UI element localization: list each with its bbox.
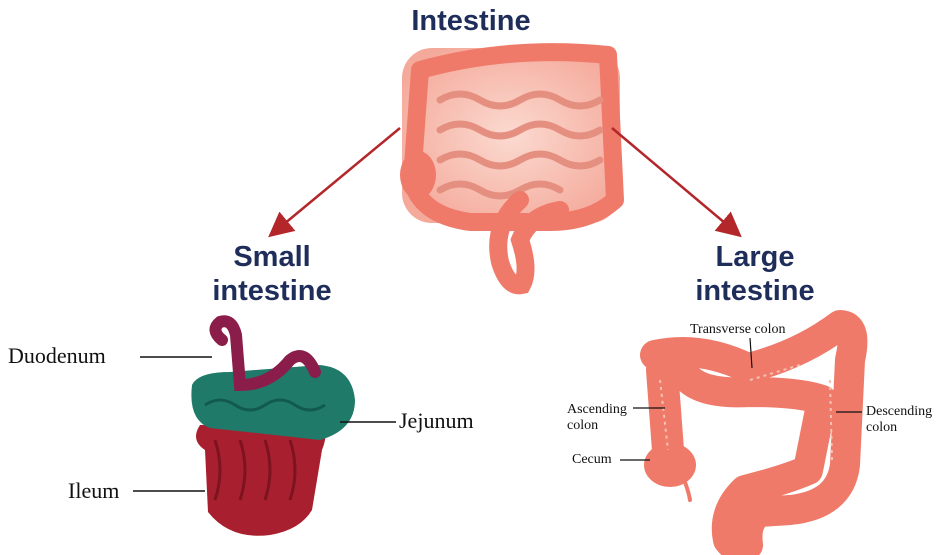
arrow-to-large-intestine	[612, 128, 738, 234]
intestine-illustration	[400, 48, 620, 285]
arrow-to-small-intestine	[272, 128, 400, 234]
label-duodenum: Duodenum	[8, 343, 106, 369]
title-large-intestine: Large intestine	[655, 240, 855, 308]
title-small-intestine: Small intestine	[172, 240, 372, 308]
label-ascending-colon: Ascending colon	[567, 402, 627, 434]
title-intestine: Intestine	[371, 4, 571, 38]
label-jejunum: Jejunum	[399, 408, 474, 434]
label-ileum: Ileum	[68, 478, 119, 504]
small-intestine-illustration	[191, 321, 355, 536]
label-cecum: Cecum	[572, 452, 612, 468]
large-intestine-illustration	[644, 325, 852, 549]
label-descending-colon: Descending colon	[866, 404, 932, 436]
label-transverse-colon: Transverse colon	[690, 322, 786, 338]
